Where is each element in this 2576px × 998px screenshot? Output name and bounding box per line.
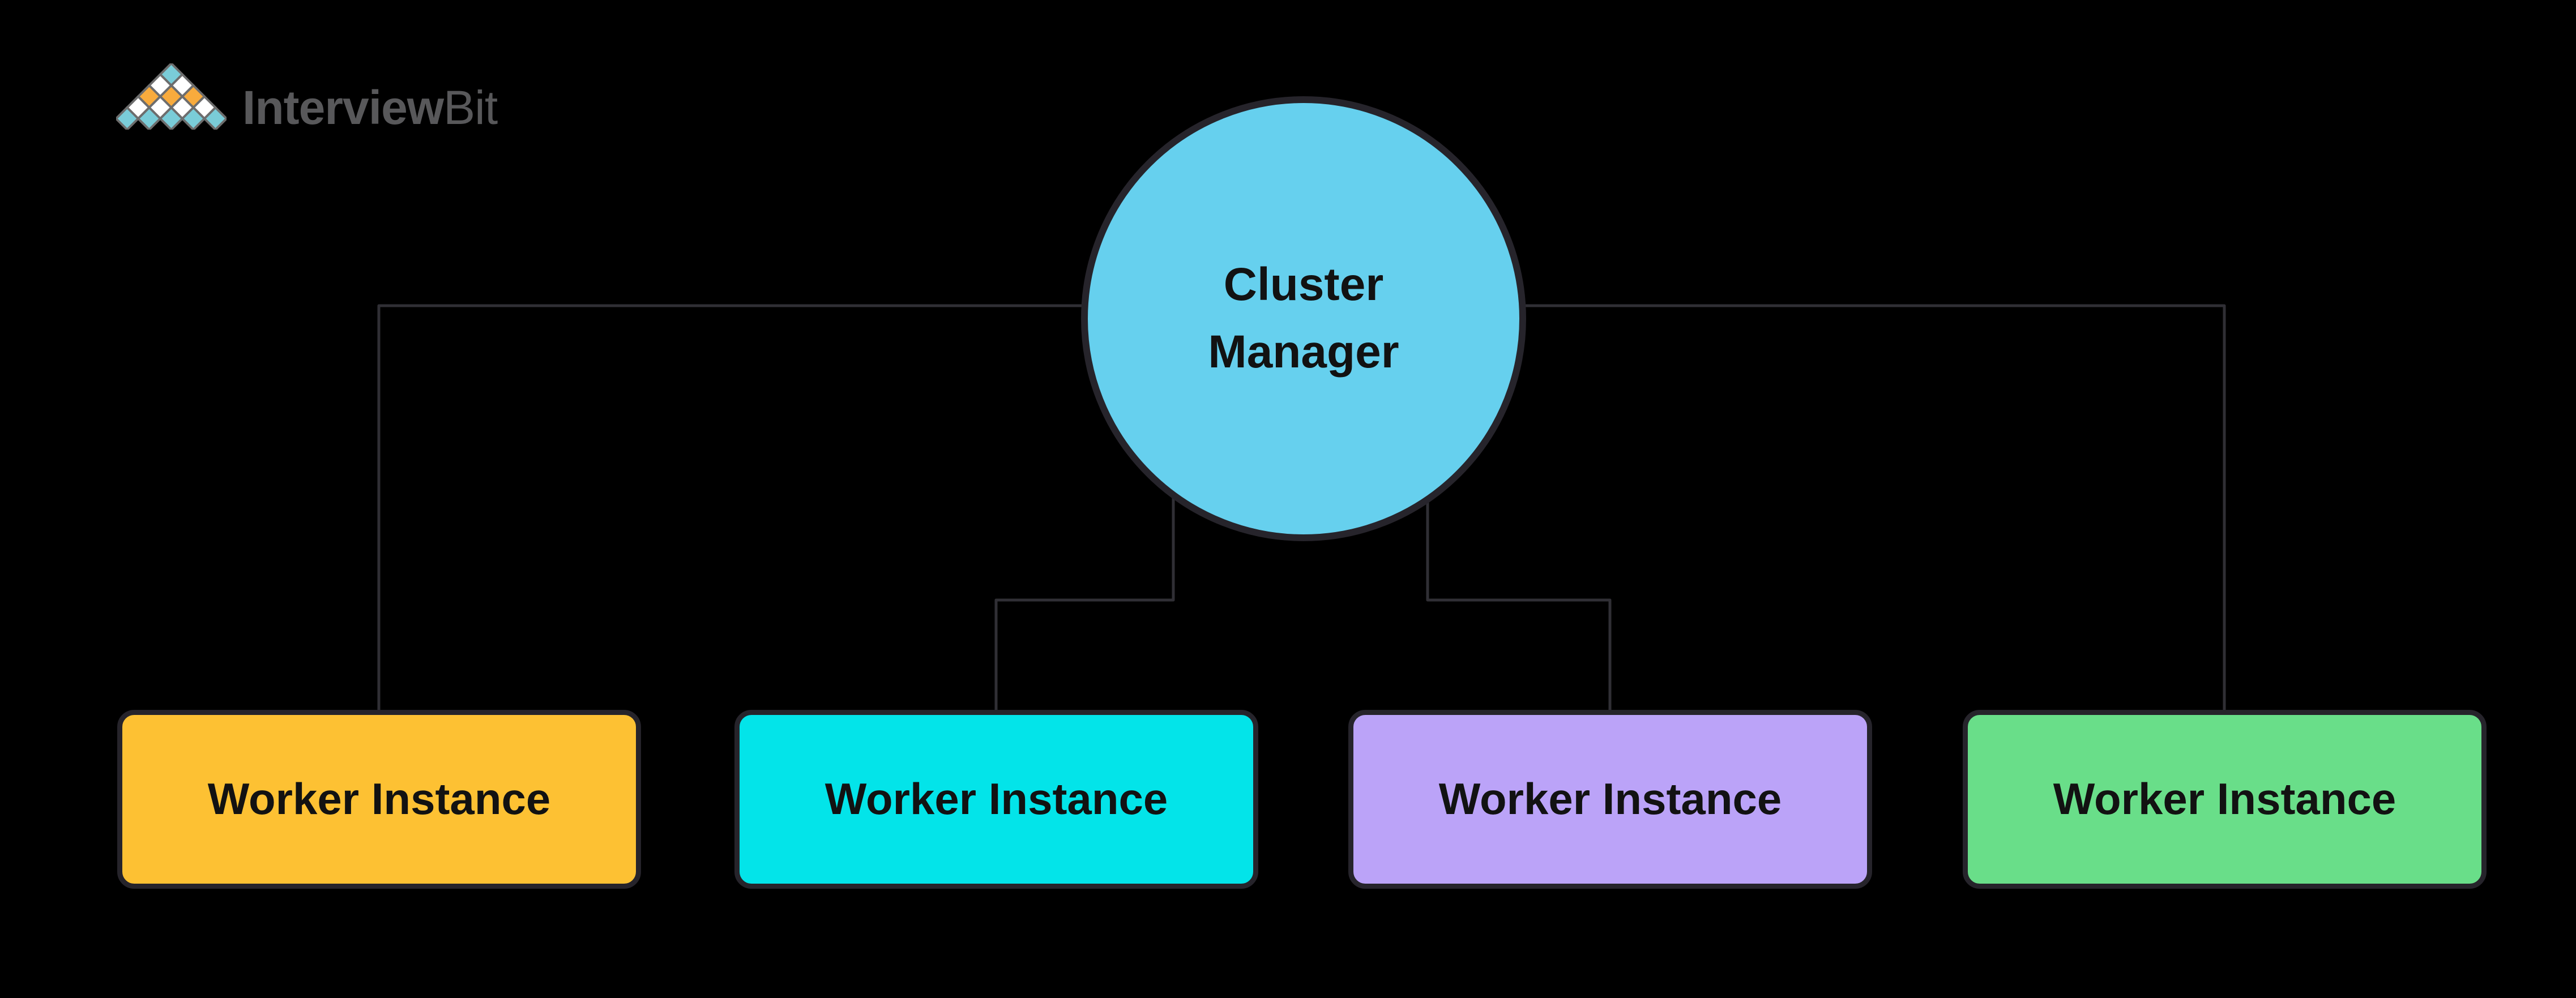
logo-diamond xyxy=(159,106,184,130)
logo-text-bit: Bit xyxy=(443,81,498,134)
cluster-manager-label: Cluster Manager xyxy=(1208,259,1399,378)
logo-diamond xyxy=(116,106,140,130)
interviewbit-logo-text: InterviewBit xyxy=(242,81,498,134)
connector-manager-worker4 xyxy=(1304,304,2226,714)
interviewbit-logo: InterviewBit xyxy=(116,63,498,134)
connector-manager-worker1 xyxy=(377,304,1304,714)
worker-instance-node-1: Worker Instance xyxy=(117,710,641,889)
logo-text-interview: Interview xyxy=(242,81,444,134)
cluster-manager-node: Cluster Manager xyxy=(1081,96,1526,541)
connector-manager-worker2 xyxy=(994,408,1175,714)
worker-instance-label-4: Worker Instance xyxy=(2053,774,2396,824)
worker-instance-label-3: Worker Instance xyxy=(1438,774,1782,824)
logo-diamond xyxy=(181,106,206,130)
worker-instance-label-2: Worker Instance xyxy=(825,774,1168,824)
interviewbit-pyramid-icon xyxy=(116,63,227,130)
logo-diamond xyxy=(203,106,227,130)
connector-manager-worker3 xyxy=(1426,408,1612,714)
worker-instance-node-4: Worker Instance xyxy=(1963,710,2487,889)
worker-instance-node-3: Worker Instance xyxy=(1348,710,1872,889)
worker-instance-node-2: Worker Instance xyxy=(734,710,1258,889)
worker-instance-label-1: Worker Instance xyxy=(207,774,551,824)
logo-diamond xyxy=(136,106,162,130)
